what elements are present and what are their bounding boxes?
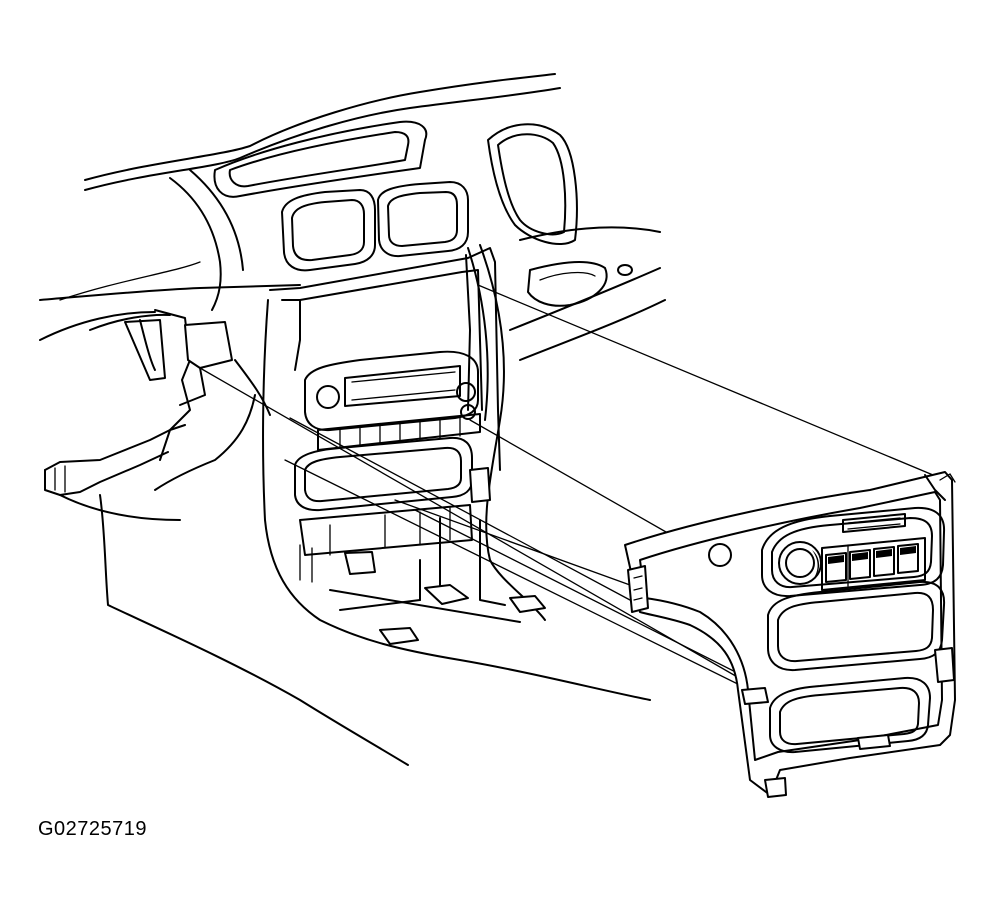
instrument-panel xyxy=(40,74,665,765)
center-trim-bezel xyxy=(625,472,955,797)
figure-caption-code: G02725719 xyxy=(38,818,148,840)
alignment-lines xyxy=(200,285,945,740)
